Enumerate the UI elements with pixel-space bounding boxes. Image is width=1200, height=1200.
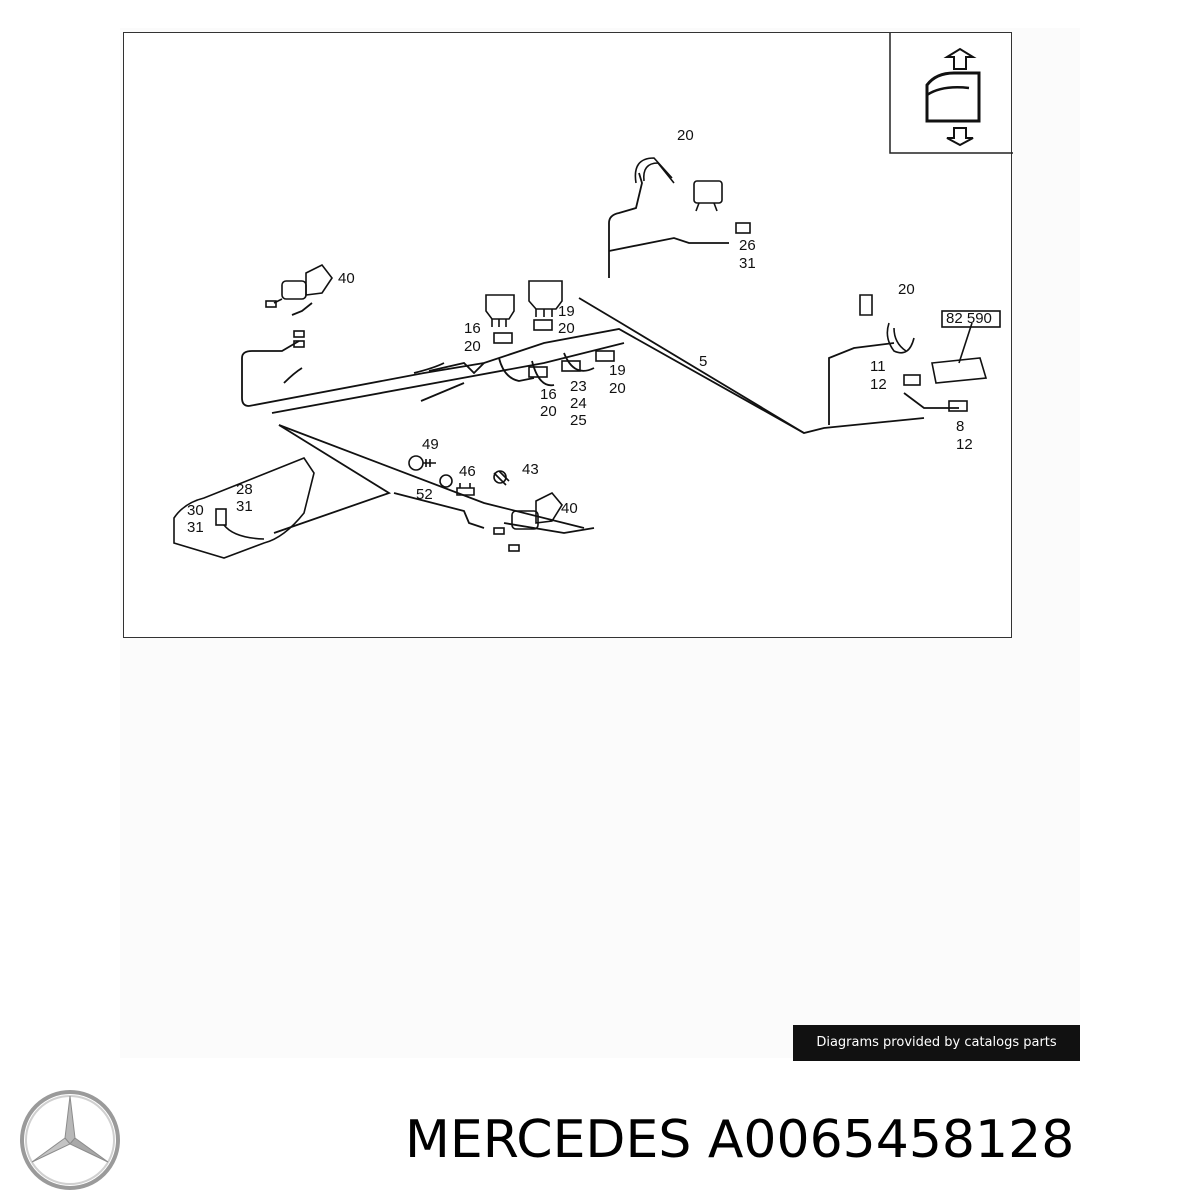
part-label: 20	[677, 127, 694, 144]
part-label: 20	[540, 403, 557, 420]
part-label: 40	[561, 500, 578, 517]
part-label: 12	[870, 376, 887, 393]
diagram-credit-badge: Diagrams provided by catalogs parts	[793, 1025, 1080, 1061]
part-label: 20	[464, 338, 481, 355]
part-label: 26	[739, 237, 756, 254]
parts-diagram: 20 26 31 40 16 20 19 20 5 20 82 590 11 1…	[123, 32, 1013, 638]
part-label: 31	[236, 498, 253, 515]
part-label: 31	[739, 255, 756, 272]
wiring-harness-drawing: 20 26 31 40 16 20 19 20 5 20 82 590 11 1…	[173, 33, 1013, 559]
part-label: 16	[540, 386, 557, 403]
door-up-down-icon	[889, 33, 1013, 154]
part-label: 23	[570, 378, 587, 395]
part-label: 19	[609, 362, 626, 379]
part-label: 16	[464, 320, 481, 337]
part-label: 11	[870, 358, 886, 375]
part-label: 30	[187, 502, 204, 519]
part-label: 5	[699, 353, 707, 370]
part-label: 20	[609, 380, 626, 397]
part-label: 40	[338, 270, 355, 287]
part-label: 46	[459, 463, 476, 480]
part-label: 12	[956, 436, 973, 453]
part-label: 8	[956, 418, 964, 435]
diagram-labels: 20 26 31 40 16 20 19 20 5 20 82 590 11 1…	[187, 127, 992, 536]
part-label: 52	[416, 486, 433, 503]
part-label: 28	[236, 481, 253, 498]
part-label: 82 590	[946, 310, 992, 327]
part-label: 20	[898, 281, 915, 298]
part-label: 19	[558, 303, 575, 320]
part-label: 25	[570, 412, 587, 429]
part-label: 49	[422, 436, 439, 453]
part-label: 31	[187, 519, 204, 536]
part-label: 24	[570, 395, 587, 412]
mercedes-star-icon	[20, 1090, 120, 1190]
part-label: 20	[558, 320, 575, 337]
part-label: 43	[522, 461, 539, 478]
part-number-title: MERCEDES A0065458128	[405, 1110, 1075, 1170]
